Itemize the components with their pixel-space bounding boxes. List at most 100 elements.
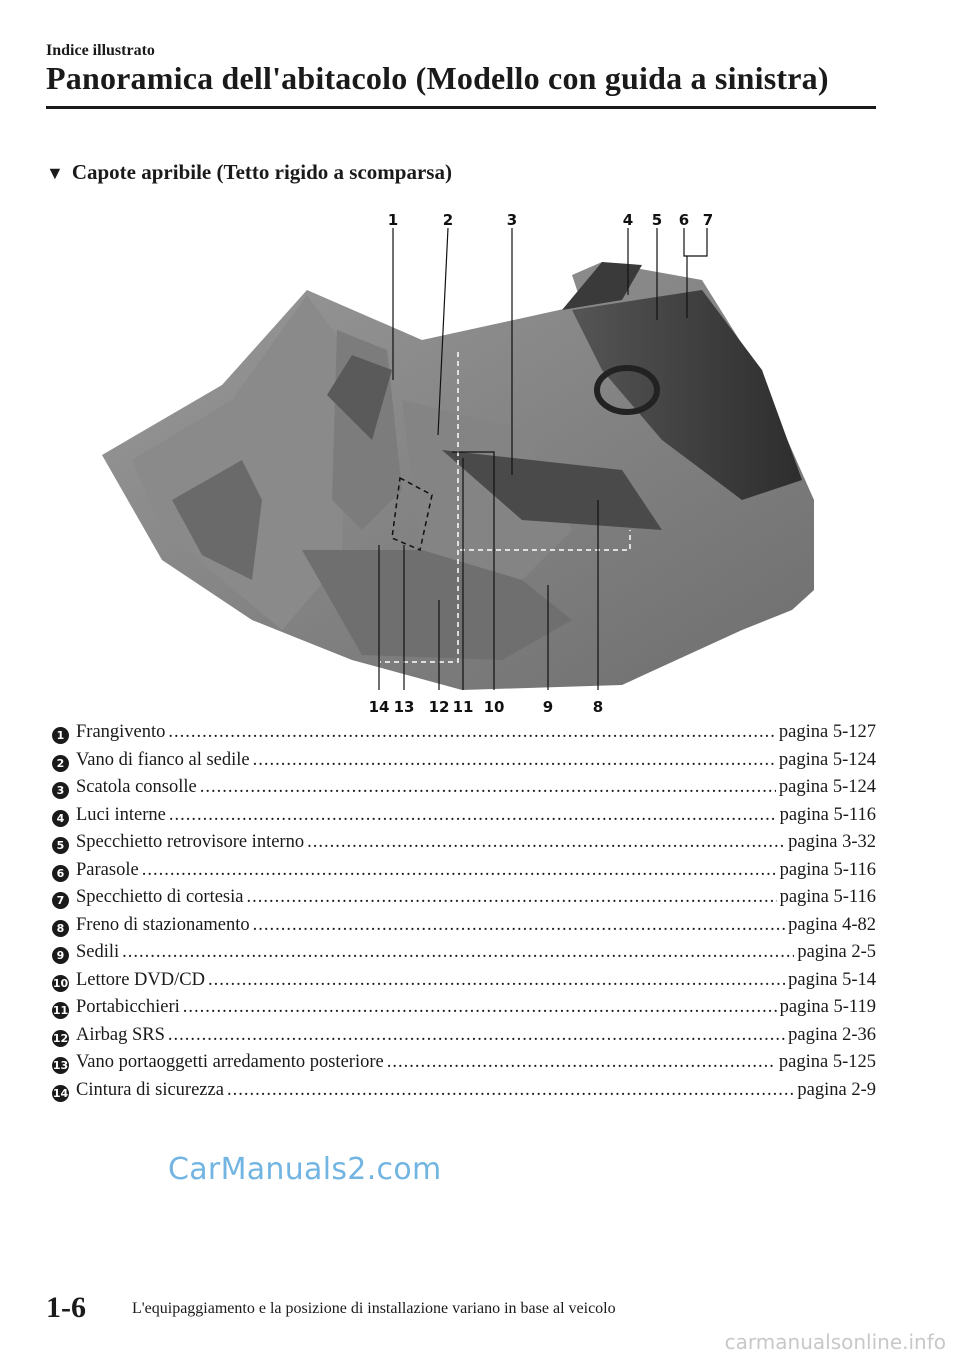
legend-item[interactable]: 5 Specchietto retrovisore interno pagina 3…	[52, 832, 876, 860]
item-label: Lettore DVD/CD	[76, 969, 205, 990]
item-page-ref: pagina 5-125	[778, 1052, 876, 1072]
item-number-badge: 13	[52, 1057, 69, 1074]
section-label: Indice illustrato	[46, 42, 155, 59]
dot-leader	[168, 722, 775, 743]
item-page-ref: pagina 5-119	[779, 997, 876, 1017]
item-number-badge: 14	[52, 1084, 69, 1102]
dot-leader	[142, 860, 777, 881]
callout-12: 12	[429, 698, 450, 716]
callout-3: 3	[507, 211, 517, 229]
callout-11: 11	[453, 698, 474, 716]
item-label: Airbag SRS	[76, 1024, 165, 1045]
windshield-frame	[562, 262, 642, 310]
legend-item[interactable]: 9Sedilipagina 2-5	[52, 942, 876, 970]
callout-7: 7	[703, 211, 713, 229]
dot-leader	[208, 970, 785, 991]
item-number-badge: 3	[52, 782, 69, 799]
item-number-badge: 1	[52, 727, 69, 744]
legend-item[interactable]: 8 Freno di stazionamento pagina 4-82	[52, 915, 876, 943]
watermark-link[interactable]: CarManuals2.com	[168, 1152, 442, 1187]
footer-note: L'equipaggiamento e la posizione di inst…	[132, 1300, 616, 1317]
windscreen-net	[327, 355, 392, 440]
callout-9: 9	[543, 698, 553, 716]
item-label: Parasole	[76, 859, 139, 880]
dot-leader	[253, 915, 785, 936]
item-number-badge: 4	[52, 809, 69, 827]
leader-lines	[378, 227, 708, 690]
leader-10	[452, 451, 495, 690]
legend-item[interactable]: 14 Cintura di sicurezza pagina 2-9	[52, 1080, 876, 1108]
callout-5: 5	[652, 211, 662, 229]
item-label: Frangivento	[76, 722, 166, 742]
callout-6: 6	[679, 211, 689, 229]
right-seat	[402, 400, 572, 580]
item-number-badge: 8	[52, 919, 69, 937]
callout-4: 4	[623, 211, 633, 229]
header-divider	[46, 106, 876, 109]
item-page-ref: pagina 5-116	[779, 859, 876, 880]
top-callouts: 1 2 3 4 5 6 7	[388, 211, 713, 229]
center-console	[442, 450, 662, 530]
item-label: Freno di stazionamento	[76, 914, 250, 935]
item-label: Sedili	[76, 942, 120, 962]
callout-13: 13	[394, 698, 415, 716]
bottom-callouts: 14 13 12 11 10 9 8	[369, 698, 604, 716]
page-number: 1-6	[46, 1291, 86, 1324]
dot-leader	[307, 832, 785, 853]
legend-item[interactable]: 7 Specchietto di cortesia pagina 5-116	[52, 887, 876, 915]
item-label: Specchietto retrovisore interno	[76, 832, 305, 852]
item-page-ref: pagina 5-124	[778, 749, 876, 770]
legend-item[interactable]: 1Frangiventopagina 5-127	[52, 722, 876, 750]
subsection-heading: ▼ Capote apribile (Tetto rigido a scompar…	[46, 160, 452, 185]
rear-shelf	[302, 550, 572, 660]
item-label: Scatola consolle	[76, 777, 197, 797]
legend-item[interactable]: 6 Parasole pagina 5-116	[52, 860, 876, 888]
item-label: Specchietto di cortesia	[76, 887, 244, 907]
dashed-outline-12	[380, 352, 459, 663]
site-watermark[interactable]: carmanualsonline.info	[724, 1330, 946, 1354]
legend-item[interactable]: 13 Vano portaoggetti arredamento posterio…	[52, 1052, 876, 1080]
item-number-badge: 5	[52, 837, 69, 854]
item-page-ref: pagina 2-9	[797, 1079, 876, 1100]
item-number-badge: 11	[52, 1002, 69, 1019]
item-label: Vano di fianco al sedile	[76, 749, 250, 770]
dot-leader	[183, 997, 777, 1018]
leader-6-7	[683, 228, 708, 257]
item-page-ref: pagina 4-82	[788, 914, 876, 935]
callout-2: 2	[443, 211, 453, 229]
dot-leader	[246, 887, 776, 908]
callout-10: 10	[484, 698, 505, 716]
item-label: Vano portaoggetti arredamento posteriore	[76, 1052, 384, 1072]
subsection-title: Capote apribile (Tetto rigido a scompars…	[71, 160, 452, 184]
dashed-outline-14	[391, 476, 433, 552]
item-page-ref: pagina 3-32	[788, 832, 876, 852]
dashed-outline-10	[460, 530, 631, 551]
dot-leader	[253, 750, 776, 771]
item-page-ref: pagina 2-36	[788, 1024, 876, 1045]
dot-leader	[122, 942, 794, 963]
triangle-marker-icon: ▼	[46, 163, 64, 183]
item-page-ref: pagina 5-14	[788, 969, 876, 990]
item-number-badge: 6	[52, 864, 69, 882]
callout-14: 14	[369, 698, 390, 716]
item-number-badge: 2	[52, 754, 69, 772]
dot-leader	[169, 805, 777, 826]
steering-wheel	[594, 365, 660, 415]
leader-2	[437, 227, 449, 436]
page-title: Panoramica dell'abitacolo (Modello con g…	[46, 60, 829, 96]
item-page-ref: pagina 5-116	[779, 887, 876, 907]
item-label: Cintura di sicurezza	[76, 1079, 224, 1100]
legend-item[interactable]: 11Portabicchieripagina 5-119	[52, 997, 876, 1025]
dot-leader	[168, 1025, 785, 1046]
legend-item[interactable]: 2 Vano di fianco al sedile pagina 5-124	[52, 750, 876, 778]
item-number-badge: 7	[52, 892, 69, 909]
callout-8: 8	[593, 698, 603, 716]
dot-leader	[200, 777, 776, 798]
dot-leader	[227, 1080, 794, 1101]
callout-1: 1	[388, 211, 398, 229]
